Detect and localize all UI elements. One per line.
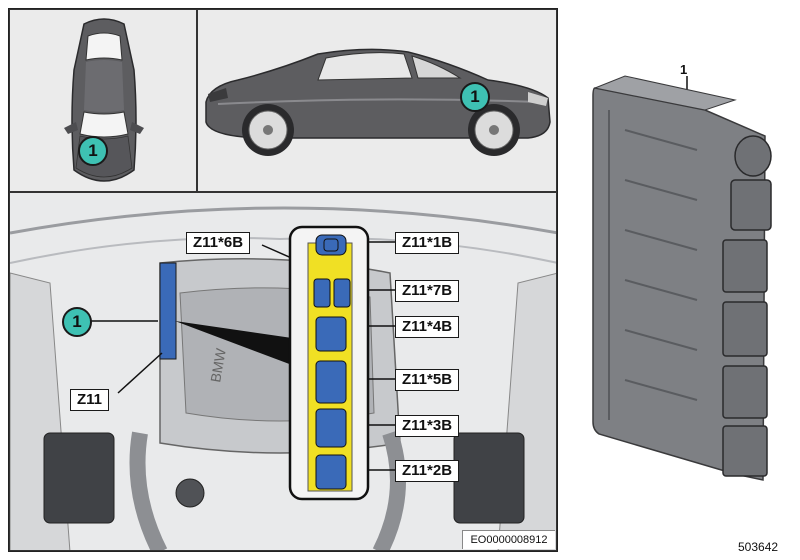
- label-z11-2b: Z11*2B: [395, 460, 460, 482]
- callout-1-top-view: 1: [78, 136, 108, 166]
- connector-z11-1b: [315, 234, 347, 256]
- car-top-view-panel: 1: [9, 9, 197, 192]
- label-z11: Z11: [70, 389, 110, 411]
- connector-z11-2b: [315, 454, 347, 490]
- label-z11-3b: Z11*3B: [395, 415, 460, 437]
- connector-z11-3b: [315, 408, 347, 448]
- connector-z11-7b: [333, 278, 351, 308]
- connector-z11-6b: [313, 278, 331, 308]
- illustration-frame: [8, 8, 558, 552]
- engine-badge: BMW: [207, 346, 229, 383]
- label-z11-1b: Z11*1B: [395, 232, 460, 254]
- label-z11-7b: Z11*7B: [395, 280, 460, 302]
- car-top-view: [64, 18, 144, 182]
- diagram-number: 503642: [738, 540, 779, 554]
- label-z11-4b: Z11*4B: [395, 316, 460, 338]
- part-number-label: 1: [680, 62, 688, 77]
- label-z11-5b: Z11*5B: [395, 369, 460, 391]
- connector-z11-4b: [315, 316, 347, 352]
- car-side-view: [205, 48, 551, 156]
- connector-z11-5b: [315, 360, 347, 404]
- callout-1-side-view: 1: [460, 82, 490, 112]
- engine-bay-illustration: BMW: [10, 206, 556, 550]
- car-side-view-panel: 1: [197, 9, 557, 192]
- module-part-drawing: [592, 75, 772, 481]
- callout-1-engine-view: 1: [62, 307, 92, 337]
- engine-bay-panel: BMW 1 Z11*6B Z11*1B Z11*7B Z11*4B Z11*5B…: [9, 192, 557, 551]
- image-reference-code: EO0000008912: [462, 530, 555, 549]
- label-z11-6b: Z11*6B: [186, 232, 251, 254]
